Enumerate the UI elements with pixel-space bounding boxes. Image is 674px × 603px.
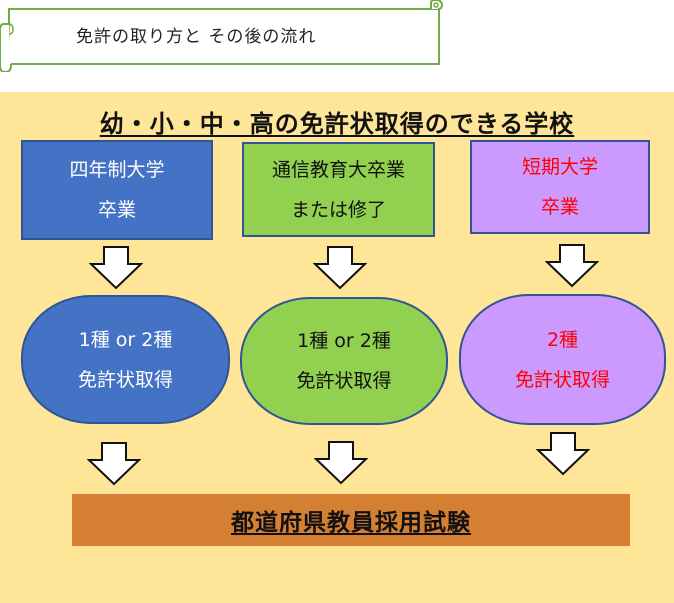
school-label-line2: 卒業 <box>97 199 136 221</box>
license-type: 2種 <box>546 328 579 351</box>
license-action: 免許状取得 <box>296 370 392 392</box>
exam-label: 都道府県教員採用試験 <box>231 510 471 536</box>
school-label-line2: 卒業 <box>540 196 579 218</box>
school-label-line1: 通信教育大卒業 <box>271 158 405 181</box>
school-box-four-year-university: 四年制大学 卒業 <box>21 140 213 240</box>
down-arrow-icon <box>536 432 590 476</box>
title-scroll-banner: 免許の取り方と その後の流れ <box>0 0 448 72</box>
down-arrow-icon <box>313 246 367 290</box>
license-action: 免許状取得 <box>77 368 173 391</box>
license-pill-correspondence-university: 1種 or 2種 免許状取得 <box>240 297 448 425</box>
license-action: 免許状取得 <box>514 368 610 391</box>
school-label-line2: または修了 <box>290 198 386 221</box>
scroll-shape <box>0 0 444 72</box>
license-pill-four-year-university: 1種 or 2種 免許状取得 <box>21 295 230 424</box>
license-pill-junior-college: 2種 免許状取得 <box>459 294 666 425</box>
banner-title: 免許の取り方と その後の流れ <box>76 27 317 47</box>
school-label-line1: 短期大学 <box>521 156 598 178</box>
down-arrow-icon <box>89 246 143 290</box>
school-box-correspondence-university: 通信教育大卒業 または修了 <box>242 142 435 237</box>
down-arrow-icon <box>545 244 599 288</box>
school-box-junior-college: 短期大学 卒業 <box>470 140 650 234</box>
license-type: 1種 or 2種 <box>297 330 391 352</box>
prefectural-teacher-exam-box: 都道府県教員採用試験 <box>72 494 630 546</box>
school-label-line1: 四年制大学 <box>69 159 165 181</box>
license-type: 1種 or 2種 <box>78 328 173 351</box>
down-arrow-icon <box>314 441 368 485</box>
panel-title: 幼・小・中・高の免許状取得のできる学校 <box>99 110 575 138</box>
down-arrow-icon <box>87 442 141 486</box>
